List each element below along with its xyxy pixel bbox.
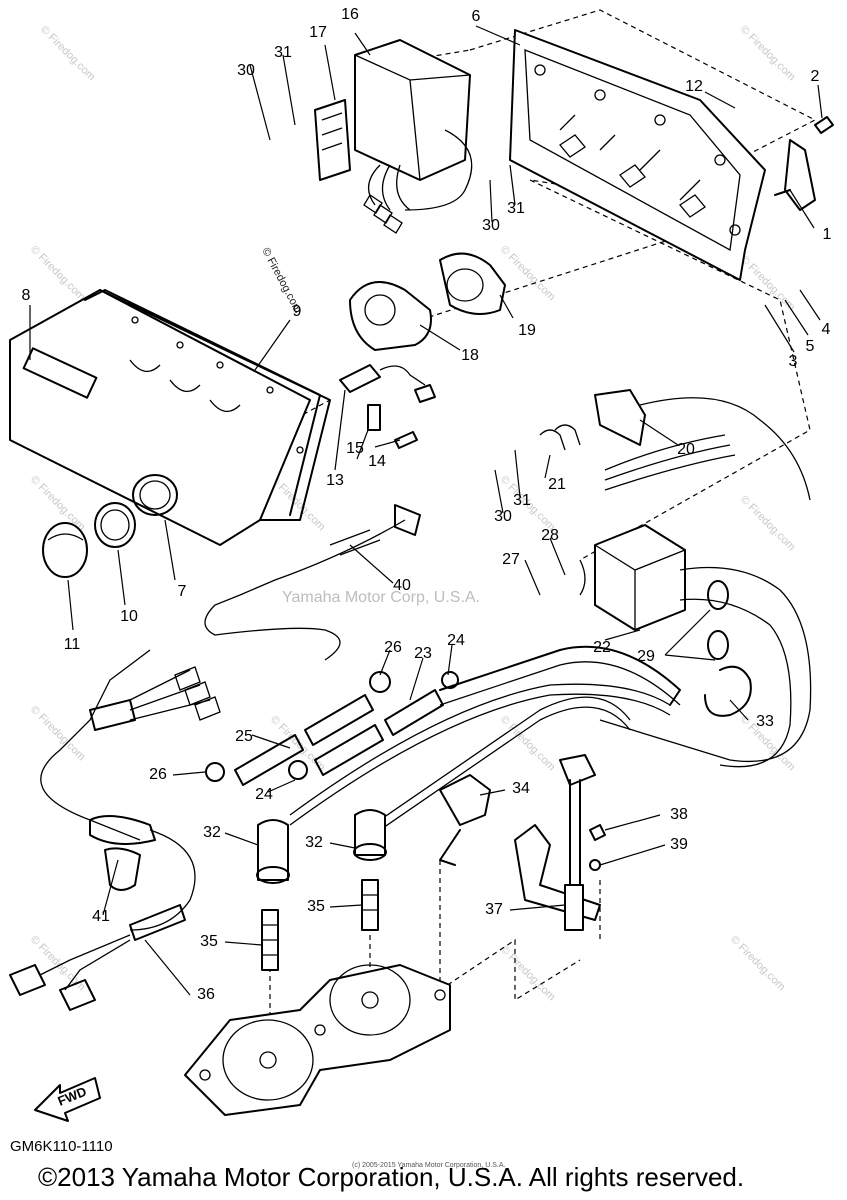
- callout-30c: 30: [494, 508, 512, 525]
- callout-26a: 26: [149, 766, 167, 783]
- copyright-notice: ©2013 Yamaha Motor Corporation, U.S.A. A…: [38, 1162, 745, 1192]
- callout-30a: 30: [237, 62, 255, 79]
- callout-31a: 31: [274, 44, 292, 61]
- callout-30b: 30: [482, 217, 500, 234]
- callout-32a: 32: [203, 824, 221, 841]
- callout-25: 25: [235, 728, 253, 745]
- callout-37: 37: [485, 901, 503, 918]
- callout-32b: 32: [305, 834, 323, 851]
- callouts: 1 2 3 4 5 6 7 8 9 10 11 12 13 14 15 16 1…: [22, 6, 832, 1003]
- callout-38: 38: [670, 806, 688, 823]
- callout-24b: 24: [255, 786, 273, 803]
- callout-9: 9: [293, 303, 302, 320]
- wire-harness: [9, 504, 421, 1011]
- callout-15: 15: [346, 440, 364, 457]
- callout-10: 10: [120, 608, 138, 625]
- callout-26b: 26: [384, 639, 402, 656]
- edge-watermark-2: © Firedog.com: [738, 24, 798, 84]
- callout-35a: 35: [200, 933, 218, 950]
- callout-31c: 31: [513, 492, 531, 509]
- callout-29: 29: [637, 648, 655, 665]
- callout-12: 12: [685, 78, 703, 95]
- hoses: [205, 645, 681, 831]
- sensor: [349, 252, 506, 351]
- small-sensor: [339, 364, 436, 449]
- callout-16: 16: [341, 6, 359, 23]
- callout-4: 4: [822, 321, 831, 338]
- cdi-unit: [314, 39, 473, 234]
- edge-watermark-3: © Firedog.com: [28, 244, 88, 304]
- callout-21: 21: [548, 476, 566, 493]
- callout-23: 23: [414, 645, 432, 662]
- leader-lines: [29, 25, 823, 996]
- callout-24a: 24: [447, 632, 465, 649]
- electrical-box-base: [509, 29, 766, 281]
- callout-36: 36: [197, 986, 215, 1003]
- callout-18: 18: [461, 347, 479, 364]
- edge-watermark-13: © Firedog.com: [498, 244, 558, 304]
- callout-31b: 31: [507, 200, 525, 217]
- callout-13: 13: [326, 472, 344, 489]
- edge-watermark-6: © Firedog.com: [738, 494, 798, 554]
- edge-watermark-16: © Firedog.com: [498, 944, 558, 1004]
- callout-33: 33: [756, 713, 774, 730]
- plug-caps: [256, 809, 387, 971]
- center-watermark: Yamaha Motor Corp, U.S.A.: [282, 589, 480, 606]
- callout-22: 22: [593, 639, 611, 656]
- callout-39: 39: [670, 836, 688, 853]
- callout-11: 11: [64, 636, 81, 653]
- callout-28: 28: [541, 527, 559, 544]
- callout-8: 8: [22, 287, 31, 304]
- edge-watermark-1: © Firedog.com: [38, 24, 98, 84]
- edge-watermark-9: © Firedog.com: [28, 934, 88, 994]
- engine-head: [184, 964, 451, 1116]
- diagram-code: GM6K110-1110: [10, 1138, 113, 1155]
- callout-19: 19: [518, 322, 536, 339]
- fwd-arrow: FWD: [34, 1077, 101, 1122]
- callout-5: 5: [806, 338, 815, 355]
- coil-bracket: [539, 389, 811, 501]
- small-copyright: (c) 2005-2015 Yamaha Motor Corporation, …: [352, 1162, 506, 1169]
- callout-14: 14: [368, 453, 386, 470]
- callout-1: 1: [823, 226, 832, 243]
- callout-20: 20: [677, 441, 695, 458]
- ignition-coil: [579, 524, 812, 768]
- callout-6: 6: [472, 8, 481, 25]
- edge-watermark-10: © Firedog.com: [728, 934, 788, 994]
- sensor-bracket: [439, 754, 606, 931]
- callout-17: 17: [309, 24, 327, 41]
- callout-40: 40: [393, 577, 411, 594]
- callout-2: 2: [811, 68, 820, 85]
- callout-27: 27: [502, 551, 520, 568]
- edge-watermark-7: © Firedog.com: [28, 704, 88, 764]
- callout-34: 34: [512, 780, 530, 797]
- cover: [9, 289, 331, 546]
- callout-3: 3: [789, 353, 798, 370]
- bracket: [774, 116, 834, 211]
- callout-41: 41: [92, 908, 110, 925]
- callout-35b: 35: [307, 898, 325, 915]
- cap: [42, 502, 136, 578]
- callout-7: 7: [178, 583, 187, 600]
